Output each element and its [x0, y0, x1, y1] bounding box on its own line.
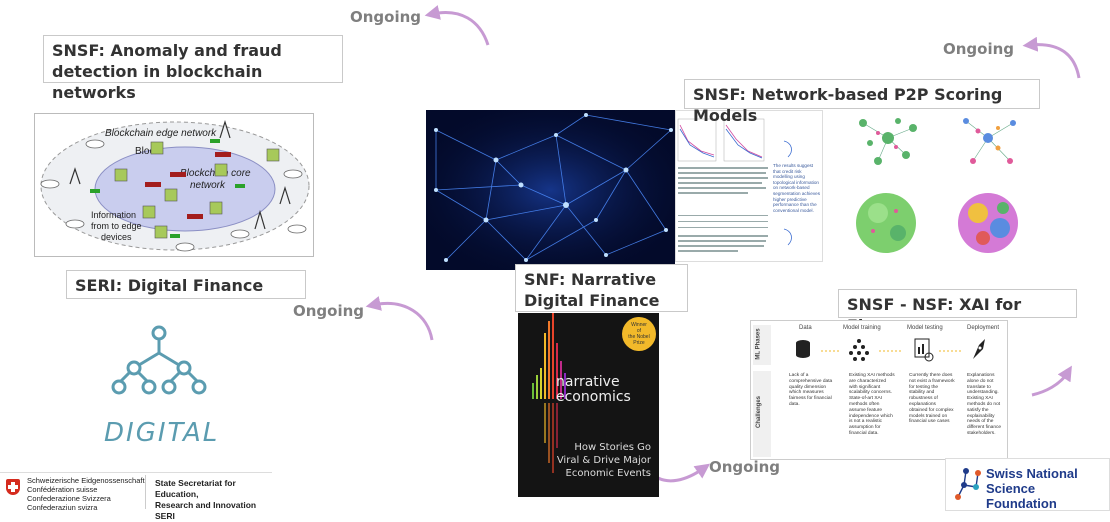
- block-label: Block: [135, 146, 160, 157]
- cluster-graphs-svg: [856, 118, 1018, 253]
- digital-logo: DIGITAL: [104, 323, 217, 448]
- phase-deployment: Deployment: [967, 325, 1000, 331]
- snf-narrative-title-line2: Digital Finance: [524, 291, 660, 310]
- network-graphic: [426, 110, 675, 270]
- anomaly-title-box: SNSF: Anomaly and fraud detection in blo…: [43, 35, 343, 102]
- challenge-deployment: Explanations alone do not translate to u…: [967, 373, 1002, 436]
- info-label-2: from to edge: [91, 221, 142, 231]
- chart-report-icon: [914, 338, 934, 362]
- p2p-title-box: SNSF: Network-based P2P Scoring Models: [684, 79, 1040, 125]
- snsf-logo: Swiss National Science Foundation: [945, 458, 1110, 511]
- core-label-2: network: [190, 180, 226, 191]
- narrative-economics-book: Winner of the Nobel Prize narrative econ…: [518, 313, 659, 497]
- network-image: [426, 110, 675, 270]
- p2p-paper-graphic: [677, 118, 792, 252]
- seri-logo-text: State Secretariat for Education, Researc…: [155, 478, 272, 522]
- snsf-logo-line1: Swiss National: [986, 466, 1078, 481]
- snf-narrative-title-box: SNF: Narrative Digital Finance: [515, 264, 688, 312]
- p2p-cluster-graphs: [848, 103, 1030, 257]
- swiss-name-rm: Confederaziun svizra: [27, 503, 98, 512]
- ongoing-label-seri: Ongoing: [293, 302, 365, 320]
- badge-line4: Prize: [633, 340, 645, 346]
- anomaly-title-line2: detection in blockchain networks: [52, 62, 263, 102]
- ongoing-label-book: Ongoing: [709, 458, 781, 476]
- challenges-label: Challenges: [756, 395, 763, 429]
- p2p-results-note: The results suggest that credit risk mod…: [773, 163, 820, 213]
- book-subtitle-line1: How Stories Go: [574, 442, 651, 453]
- challenge-testing: Currently there does not exist a framewo…: [909, 373, 955, 425]
- book-title: narrative economics: [556, 375, 631, 405]
- book-bars-graphic: [532, 313, 566, 473]
- badge-line2: of: [636, 328, 642, 334]
- xai-table: ML Phases Challenges Data Model training…: [750, 320, 1008, 460]
- blockchain-diagram-svg: Blockchain edge network Block Blockchain…: [40, 119, 310, 252]
- swiss-name-fr: Confédération suisse: [27, 485, 98, 494]
- neural-net-icon: [849, 339, 869, 361]
- swiss-names: Schweizerische Eidgenossenschaft Confédé…: [27, 476, 145, 512]
- phase-data: Data: [799, 325, 812, 331]
- book-subtitle-line3: Economic Events: [565, 468, 651, 479]
- nobel-badge: Winner of the Nobel Prize: [622, 317, 656, 351]
- info-label-3: devices: [101, 232, 132, 242]
- book-subtitle-line2: Viral & Drive Major: [556, 455, 651, 466]
- logo-divider: [145, 475, 146, 509]
- digital-wordmark: DIGITAL: [104, 418, 220, 448]
- swiss-name-de: Schweizerische Eidgenossenschaft: [27, 476, 145, 485]
- book-title-line1: narrative: [556, 374, 620, 390]
- seri-logo-line1: State Secretariat for Education,: [155, 478, 236, 499]
- seri-title-box: SERI: Digital Finance: [66, 270, 306, 299]
- book-title-line2: economics: [556, 389, 631, 405]
- challenges-label-cell: Challenges: [753, 371, 771, 457]
- arrow-xai: [1031, 365, 1072, 397]
- rocket-icon: [973, 339, 985, 359]
- snsf-network-icon: [955, 468, 981, 500]
- badge-line1: Winner: [631, 322, 647, 328]
- snsf-logo-line2: Science Foundation: [986, 481, 1057, 511]
- swiss-shield-icon: [6, 479, 20, 495]
- info-label-1: Information: [91, 210, 136, 220]
- book-subtitle: How Stories Go Viral & Drive Major Econo…: [557, 441, 651, 480]
- database-icon: [796, 340, 810, 358]
- phase-testing: Model testing: [907, 325, 943, 331]
- p2p-paper-figure: The results suggest that credit risk mod…: [675, 110, 823, 262]
- blockchain-diagram: Blockchain edge network Block Blockchain…: [34, 113, 314, 257]
- swiss-name-it: Confederazione Svizzera: [27, 494, 111, 503]
- arrow-p2p: [1022, 36, 1081, 79]
- ongoing-label-p2p: Ongoing: [943, 40, 1015, 58]
- ongoing-label-top: Ongoing: [350, 8, 422, 26]
- xai-title-box: SNSF - NSF: XAI for Finance: [838, 289, 1077, 335]
- snf-narrative-title-line1: SNF: Narrative: [524, 270, 657, 289]
- arrow-top: [424, 5, 490, 46]
- badge-line3: the Nobel: [628, 334, 650, 340]
- anomaly-title-line1: SNSF: Anomaly and fraud: [52, 41, 282, 60]
- ml-phases-label-cell: ML Phases: [753, 325, 771, 365]
- seri-logo-line2: Research and Innovation SERI: [155, 500, 257, 521]
- digital-tree-icon: [111, 325, 207, 395]
- swiss-confederation-logo: Schweizerische Eidgenossenschaft Confédé…: [0, 472, 272, 521]
- phase-icons: [796, 338, 985, 362]
- challenge-data: Lack of a comprehensive data quality dim…: [789, 373, 833, 407]
- seri-title: SERI: Digital Finance: [75, 276, 264, 295]
- p2p-title: SNSF: Network-based P2P Scoring Models: [693, 85, 1003, 125]
- challenge-training: Existing XAI methods are characterized w…: [849, 373, 895, 436]
- snsf-logo-text: Swiss National Science Foundation: [986, 466, 1109, 511]
- phase-training: Model training: [843, 325, 881, 331]
- edge-network-label: Blockchain edge network: [105, 128, 217, 139]
- arrow-seri: [365, 296, 434, 341]
